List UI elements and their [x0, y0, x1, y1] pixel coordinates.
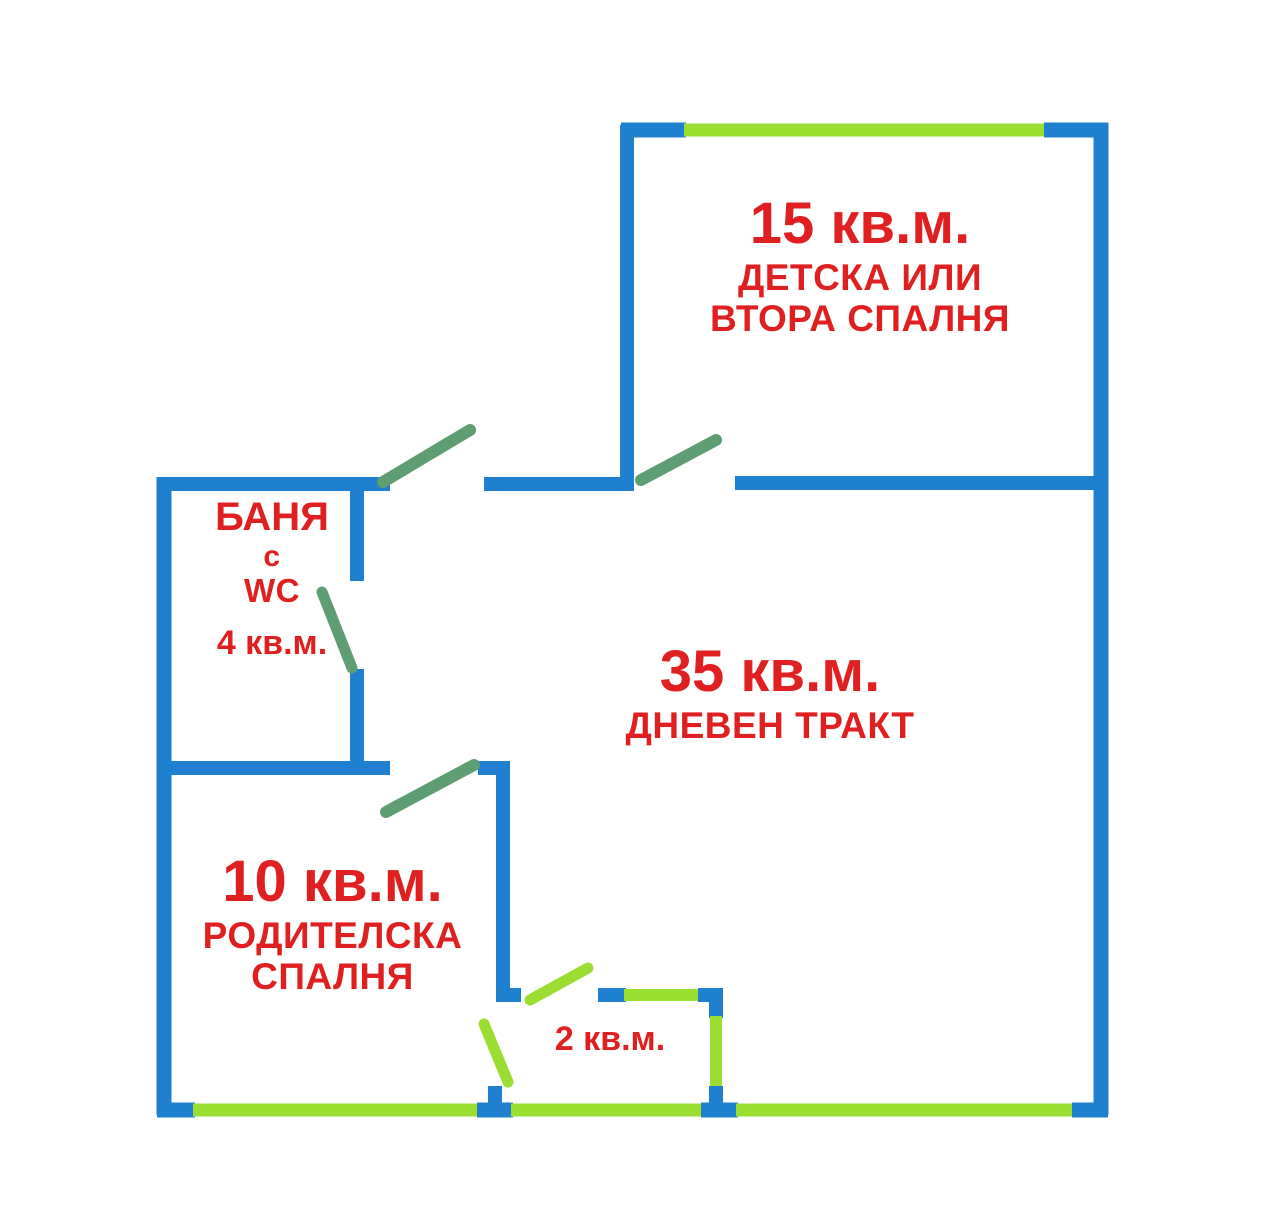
walls-group [156, 122, 1109, 1118]
room-name-bathroom-line2: с [263, 539, 281, 573]
door-swing-master-bedroom [380, 759, 480, 818]
room-name-bathroom-line1: БАНЯ [215, 495, 329, 539]
area-value-second-bedroom: 15 кв.м. [749, 191, 971, 256]
room-name-master-line2: СПАЛНЯ [251, 956, 414, 998]
area-value-master-bedroom: 10 кв.м. [222, 849, 443, 914]
room-name-second-bedroom-line2: ВТОРА СПАЛНЯ [710, 298, 1010, 340]
door-swing-balcony-right [524, 962, 594, 1006]
door-swing-second-bedroom [635, 434, 722, 486]
room-name-living-line1: ДНЕВЕН ТРАКТ [625, 704, 915, 746]
door-swing-hall-to-corridor [377, 424, 476, 488]
door-swing-bathroom [316, 586, 358, 674]
door-swing-balcony-left [478, 1018, 514, 1088]
room-label-bathroom: БАНЯ с WC 4 кв.м. [163, 495, 381, 662]
area-value-balcony: 2 кв.м. [554, 1020, 666, 1058]
area-value-bathroom: 4 кв.м. [216, 624, 328, 663]
room-label-second-bedroom: 15 кв.м. ДЕТСКА ИЛИ ВТОРА СПАЛНЯ [620, 191, 1100, 340]
room-name-bathroom-line3: WC [244, 572, 300, 610]
room-name-master-line1: РОДИТЕЛСКА [202, 914, 463, 956]
room-label-living: 35 кв.м. ДНЕВЕН ТРАКТ [555, 639, 985, 746]
room-name-second-bedroom-line1: ДЕТСКА ИЛИ [737, 256, 983, 298]
room-label-balcony: 2 кв.м. [510, 1020, 710, 1058]
room-label-master-bedroom: 10 кв.м. РОДИТЕЛСКА СПАЛНЯ [160, 849, 505, 998]
area-value-living: 35 кв.м. [659, 639, 881, 704]
